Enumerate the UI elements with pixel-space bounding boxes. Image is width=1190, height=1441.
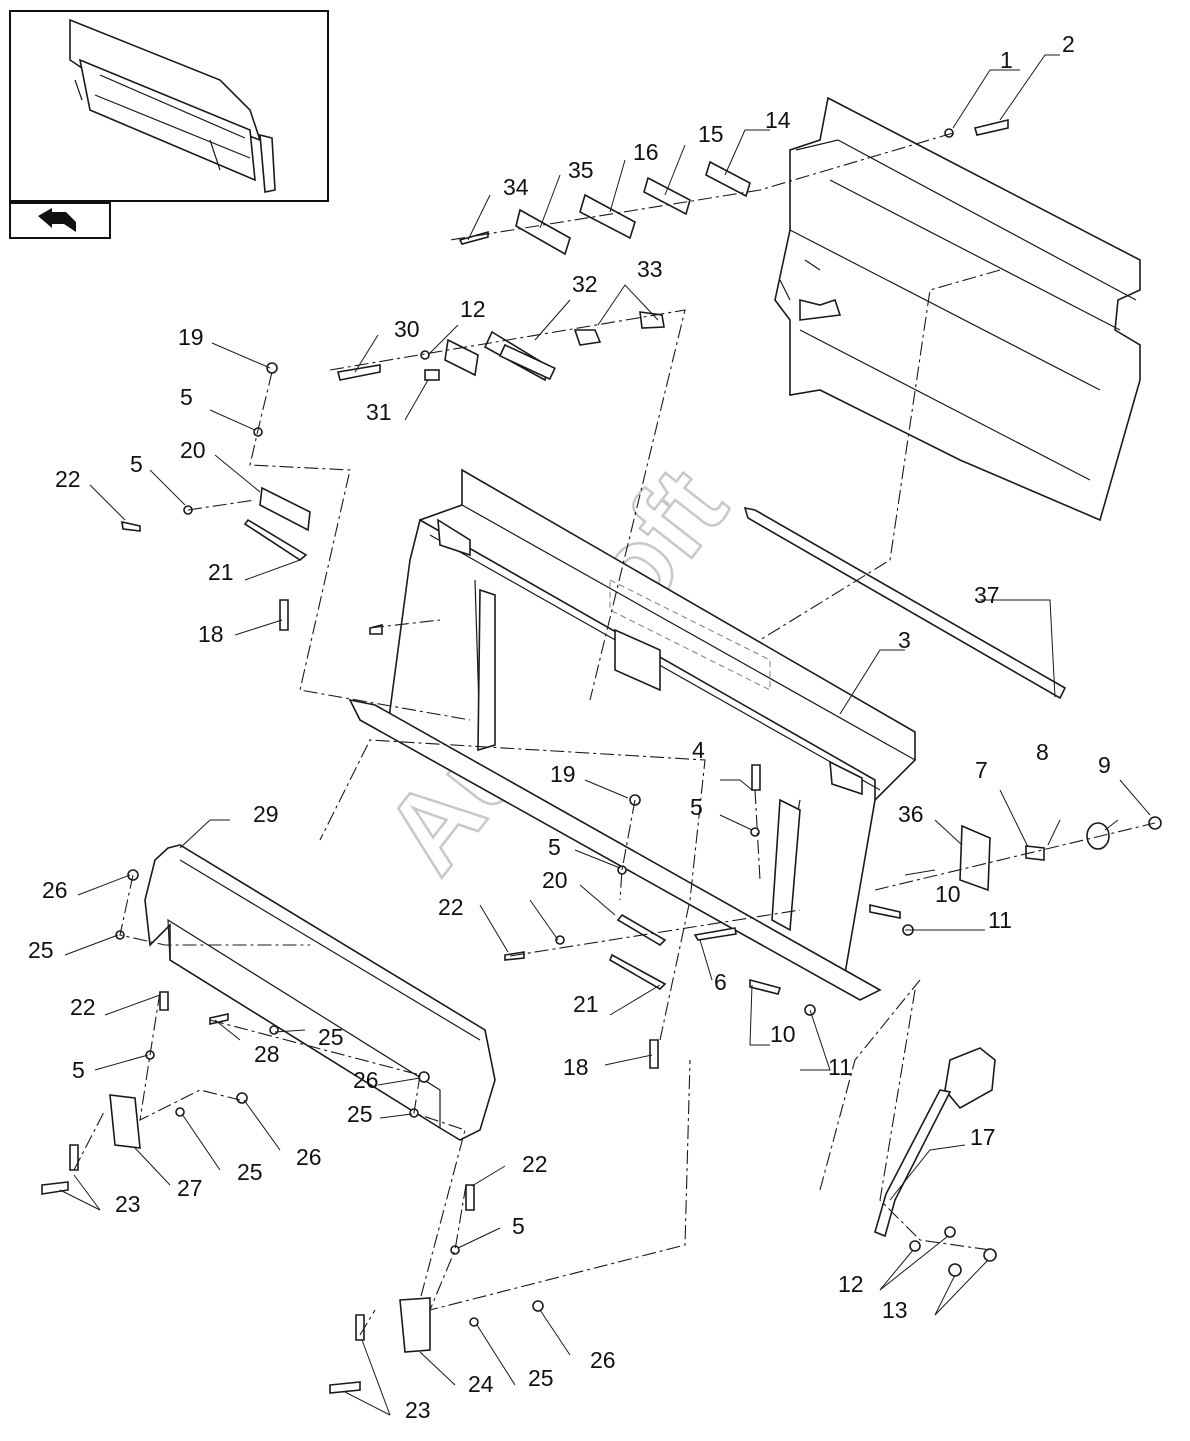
callout-17[interactable]: 17 (970, 1124, 996, 1150)
lock-handle[interactable] (874, 1047, 996, 1238)
callout-12a[interactable]: 12 (460, 296, 486, 322)
cover-shield[interactable] (144, 844, 496, 1141)
callout-2[interactable]: 2 (1062, 31, 1075, 57)
callout-21a[interactable]: 21 (208, 559, 234, 585)
callout-30[interactable]: 30 (394, 316, 420, 342)
callout-33[interactable]: 33 (637, 256, 663, 282)
callout-23a[interactable]: 23 (115, 1191, 141, 1217)
callout-12b[interactable]: 12 (838, 1271, 864, 1297)
callout-23b[interactable]: 23 (405, 1397, 431, 1423)
callout-5d[interactable]: 5 (548, 834, 561, 860)
thumbnail-inset[interactable] (9, 10, 329, 202)
callout-36[interactable]: 36 (898, 801, 924, 827)
callout-8[interactable]: 8 (1036, 739, 1049, 765)
machine-frame (774, 96, 1141, 522)
callout-3[interactable]: 3 (898, 627, 911, 653)
callout-19a[interactable]: 19 (178, 324, 204, 350)
callout-1[interactable]: 1 (1000, 47, 1013, 73)
back-nav-button[interactable] (9, 202, 111, 239)
callout-5b[interactable]: 5 (130, 451, 143, 477)
callout-6[interactable]: 6 (714, 969, 727, 995)
callout-10a[interactable]: 10 (935, 881, 961, 907)
callout-26b[interactable]: 26 (353, 1067, 379, 1093)
attach-plate[interactable] (348, 468, 916, 1001)
callout-9[interactable]: 9 (1098, 752, 1111, 778)
callout-20a[interactable]: 20 (180, 437, 206, 463)
leader-lines (59, 54, 1151, 1416)
callout-16[interactable]: 16 (633, 139, 659, 165)
callout-19b[interactable]: 19 (550, 761, 576, 787)
callout-29[interactable]: 29 (253, 801, 279, 827)
pin-assembly[interactable] (337, 311, 665, 382)
callout-15[interactable]: 15 (698, 121, 724, 147)
callout-25c[interactable]: 25 (347, 1101, 373, 1127)
callout-11a[interactable]: 11 (988, 907, 1012, 933)
shim-plates[interactable] (458, 118, 1009, 256)
callout-32[interactable]: 32 (572, 271, 598, 297)
callout-25d[interactable]: 25 (237, 1159, 263, 1185)
callout-5a[interactable]: 5 (180, 384, 193, 410)
right-hardware[interactable] (693, 816, 1162, 1277)
callout-22d[interactable]: 22 (522, 1151, 548, 1177)
callout-31[interactable]: 31 (366, 399, 392, 425)
bottom-brackets[interactable] (109, 1094, 431, 1353)
callout-22b[interactable]: 22 (438, 894, 464, 920)
callout-5f[interactable]: 5 (512, 1213, 525, 1239)
callout-22c[interactable]: 22 (70, 994, 96, 1020)
assembly-lines (73, 132, 1156, 1336)
callout-7[interactable]: 7 (975, 757, 988, 783)
callout-28[interactable]: 28 (254, 1041, 280, 1067)
callout-10b[interactable]: 10 (770, 1021, 796, 1047)
callout-26d[interactable]: 26 (590, 1347, 616, 1373)
rail-bar[interactable] (743, 506, 1067, 700)
back-arrow-icon (38, 208, 76, 232)
callout-25a[interactable]: 25 (28, 937, 54, 963)
callout-26c[interactable]: 26 (296, 1144, 322, 1170)
callout-25e[interactable]: 25 (528, 1365, 554, 1391)
callout-37[interactable]: 37 (974, 582, 1000, 608)
callout-22a[interactable]: 22 (55, 466, 81, 492)
callout-11b[interactable]: 11 (828, 1054, 852, 1080)
callout-18b[interactable]: 18 (563, 1054, 589, 1080)
callout-25b[interactable]: 25 (318, 1024, 344, 1050)
callout-13[interactable]: 13 (882, 1297, 908, 1323)
callout-34[interactable]: 34 (503, 174, 529, 200)
callout-21b[interactable]: 21 (573, 991, 599, 1017)
callout-4[interactable]: 4 (692, 737, 705, 763)
callout-labels: 1 2 3 4 5 5 5 5 5 5 6 7 8 9 10 10 11 11 … (28, 31, 1111, 1423)
callout-5c[interactable]: 5 (690, 794, 703, 820)
callout-14[interactable]: 14 (765, 107, 791, 133)
left-bracket[interactable] (243, 486, 311, 631)
callout-20b[interactable]: 20 (542, 867, 568, 893)
callout-27[interactable]: 27 (177, 1175, 203, 1201)
callout-35[interactable]: 35 (568, 157, 594, 183)
callout-18a[interactable]: 18 (198, 621, 224, 647)
callout-26a[interactable]: 26 (42, 877, 68, 903)
callout-5e[interactable]: 5 (72, 1057, 85, 1083)
callout-24[interactable]: 24 (468, 1371, 494, 1397)
